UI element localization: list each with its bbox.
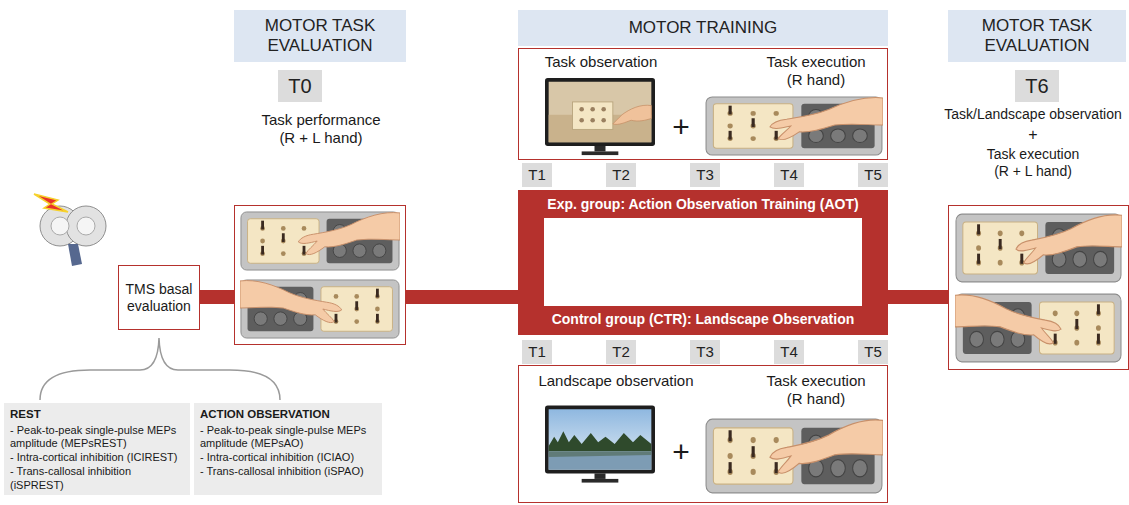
time-point: T3 [690,340,720,364]
time-point: T4 [774,340,804,364]
brace [40,338,280,400]
group-band: Exp. group: Action Observation Training … [518,190,888,335]
task-board [241,212,400,270]
node-label: T6 [1025,74,1048,98]
node-label: ACTION OBSERVATION [200,408,376,422]
node-label: T3 [696,166,714,184]
node-text: - Trans-callosal inhibition (iSPAO) [200,465,376,478]
task-board [956,214,1122,282]
task-board [955,294,1121,362]
node-label: Task performance (R + L hand) [256,111,386,147]
time-point: T4 [774,163,804,187]
training-box: Landscape observation + Task execution (R … [518,365,888,503]
stage-header: MOTOR TRAINING [518,10,888,46]
node-label: MOTOR TASK EVALUATION [956,16,1118,57]
node-label: MOTOR TASK EVALUATION [242,16,398,57]
observation-monitor [545,78,655,155]
training-box: Task observation + Task execution (R hand) [518,48,888,160]
node-label: Landscape observation [526,372,706,390]
connector-bar [406,290,518,304]
time-point: T1 [522,163,552,187]
node-text: - Intra-cortical inhibition (ICIAO) [200,451,376,464]
task-box: Task/Landscape observation+Task executio… [948,205,1129,370]
node-text: Task execution (R hand) [760,53,872,89]
time-point: T6 [1015,70,1059,102]
time-point: T0 [278,70,322,102]
time-point: T2 [606,340,636,364]
node-text: + [664,109,698,145]
node-label: T3 [696,343,714,361]
node-label: T0 [288,74,311,98]
node-label: MOTOR TRAINING [629,18,778,38]
node-label: TMS basal evaluation [123,281,195,315]
stage-header: MOTOR TASK EVALUATION [234,10,406,62]
node-text: - Trans-callosal inhibition (iSPREST) [10,465,184,491]
node-text: + [664,434,698,470]
connector-bar [200,290,234,304]
tms-coil [34,194,106,266]
task-box: Task performance (R + L hand) [234,205,406,345]
measure-list: REST - Peak-to-peak single-pulse MEPs amp… [4,403,190,495]
connector-bar [888,290,948,304]
process-box: TMS basal evaluation [118,265,200,330]
time-point: T3 [690,163,720,187]
task-board [706,419,883,493]
band-inner [544,218,862,306]
node-label: T1 [528,343,546,361]
task-board [706,97,883,155]
node-label: T5 [864,166,882,184]
node-label: T5 [864,343,882,361]
node-text: + [1013,125,1053,144]
node-text: Control group (CTR): Landscape Observati… [518,311,888,328]
node-label: T2 [612,343,630,361]
node-label: Exp. group: Action Observation Training … [518,196,888,213]
stage-header: MOTOR TASK EVALUATION [948,10,1126,62]
measure-list: ACTION OBSERVATION - Peak-to-peak single-… [194,403,382,495]
node-label: REST [10,408,184,422]
node-text: Task execution (R hand) [760,372,872,408]
node-text: Task execution (R + L hand) [978,146,1088,180]
node-text: - Peak-to-peak single-pulse MEPs amplitu… [10,424,184,450]
node-label: T1 [528,166,546,184]
node-label: T4 [780,343,798,361]
time-point: T5 [858,163,888,187]
node-label: T4 [780,166,798,184]
time-point: T1 [522,340,552,364]
node-label: T2 [612,166,630,184]
landscape-monitor [545,406,655,483]
node-label: Task observation [526,53,676,71]
node-text: - Peak-to-peak single-pulse MEPs amplitu… [200,424,376,450]
node-text: - Intra-cortical inhibition (ICIREST) [10,451,184,464]
task-board [240,280,399,338]
time-point: T5 [858,340,888,364]
node-label: Task/Landscape observation [938,106,1128,123]
time-point: T2 [606,163,636,187]
